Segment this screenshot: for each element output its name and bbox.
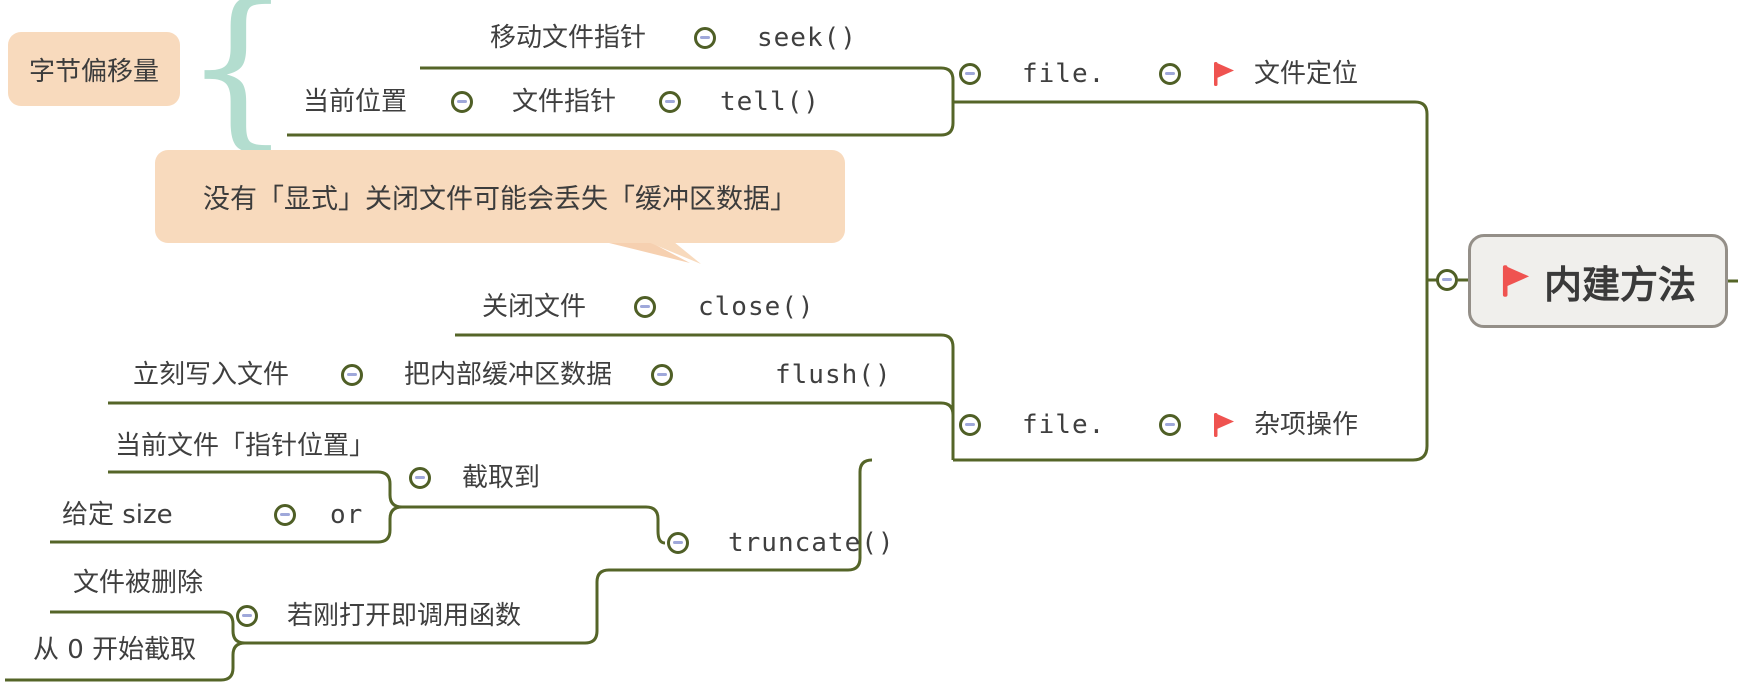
topic-tell-pos[interactable]: 当前位置 — [303, 87, 408, 117]
collapse-icon[interactable] — [1436, 269, 1458, 291]
flag-icon — [1502, 265, 1530, 297]
collapse-icon[interactable] — [694, 27, 716, 49]
topic-truncate[interactable]: truncate() — [728, 528, 895, 558]
collapse-icon[interactable] — [451, 91, 473, 113]
topic-seek[interactable]: seek() — [757, 23, 857, 53]
topic-flush-desc[interactable]: 立刻写入文件 — [133, 360, 290, 390]
topic-tell[interactable]: tell() — [720, 87, 820, 117]
callout[interactable]: 没有「显式」关闭文件可能会丢失「缓冲区数据」 — [155, 150, 845, 243]
collapse-icon[interactable] — [959, 63, 981, 85]
collapse-icon[interactable] — [634, 296, 656, 318]
collapse-icon[interactable] — [659, 91, 681, 113]
topic-flush[interactable]: flush() — [775, 360, 892, 390]
topic-seek-desc[interactable]: 移动文件指针 — [490, 23, 647, 53]
collapse-icon[interactable] — [409, 467, 431, 489]
topic-truncate-or[interactable]: or — [330, 500, 364, 530]
topic-truncate-from-zero[interactable]: 从 0 开始截取 — [33, 635, 197, 665]
topic-truncate-just-opened[interactable]: 若刚打开即调用函数 — [287, 601, 522, 631]
collapse-icon[interactable] — [651, 364, 673, 386]
collapse-icon[interactable] — [274, 504, 296, 526]
collapse-icon[interactable] — [667, 532, 689, 554]
collapse-icon[interactable] — [236, 605, 258, 627]
summary-brace[interactable]: { — [183, 0, 293, 167]
topic-close-desc[interactable]: 关闭文件 — [482, 292, 587, 322]
summary-note-topic[interactable]: 字节偏移量 — [8, 32, 180, 106]
callout-text: 没有「显式」关闭文件可能会丢失「缓冲区数据」 — [203, 184, 797, 215]
flag-icon — [1214, 62, 1234, 86]
topic-truncate-file-deleted[interactable]: 文件被删除 — [73, 568, 204, 598]
topic-truncate-given-size[interactable]: 给定 size — [62, 500, 173, 530]
collapse-icon[interactable] — [1159, 63, 1181, 85]
collapse-icon[interactable] — [341, 364, 363, 386]
topic-truncate-current-pos[interactable]: 当前文件「指针位置」 — [115, 431, 376, 461]
summary-note-label: 字节偏移量 — [28, 56, 159, 87]
collapse-icon[interactable] — [959, 414, 981, 436]
flag-icon — [1214, 413, 1234, 437]
topic-file-positioning[interactable]: 文件定位 — [1254, 59, 1359, 89]
topic-misc-ops[interactable]: 杂项操作 — [1254, 410, 1359, 440]
collapse-icon[interactable] — [1159, 414, 1181, 436]
topic-flush-buffer[interactable]: 把内部缓冲区数据 — [404, 360, 613, 390]
topic-close[interactable]: close() — [698, 292, 815, 322]
root-topic[interactable]: 内建方法 — [1468, 234, 1728, 328]
topic-tell-pointer[interactable]: 文件指针 — [512, 87, 617, 117]
topic-file-top[interactable]: file. — [1022, 59, 1106, 89]
topic-file-bottom[interactable]: file. — [1022, 410, 1106, 440]
topic-truncate-cut-to[interactable]: 截取到 — [462, 463, 541, 493]
root-label: 内建方法 — [1543, 261, 1696, 307]
